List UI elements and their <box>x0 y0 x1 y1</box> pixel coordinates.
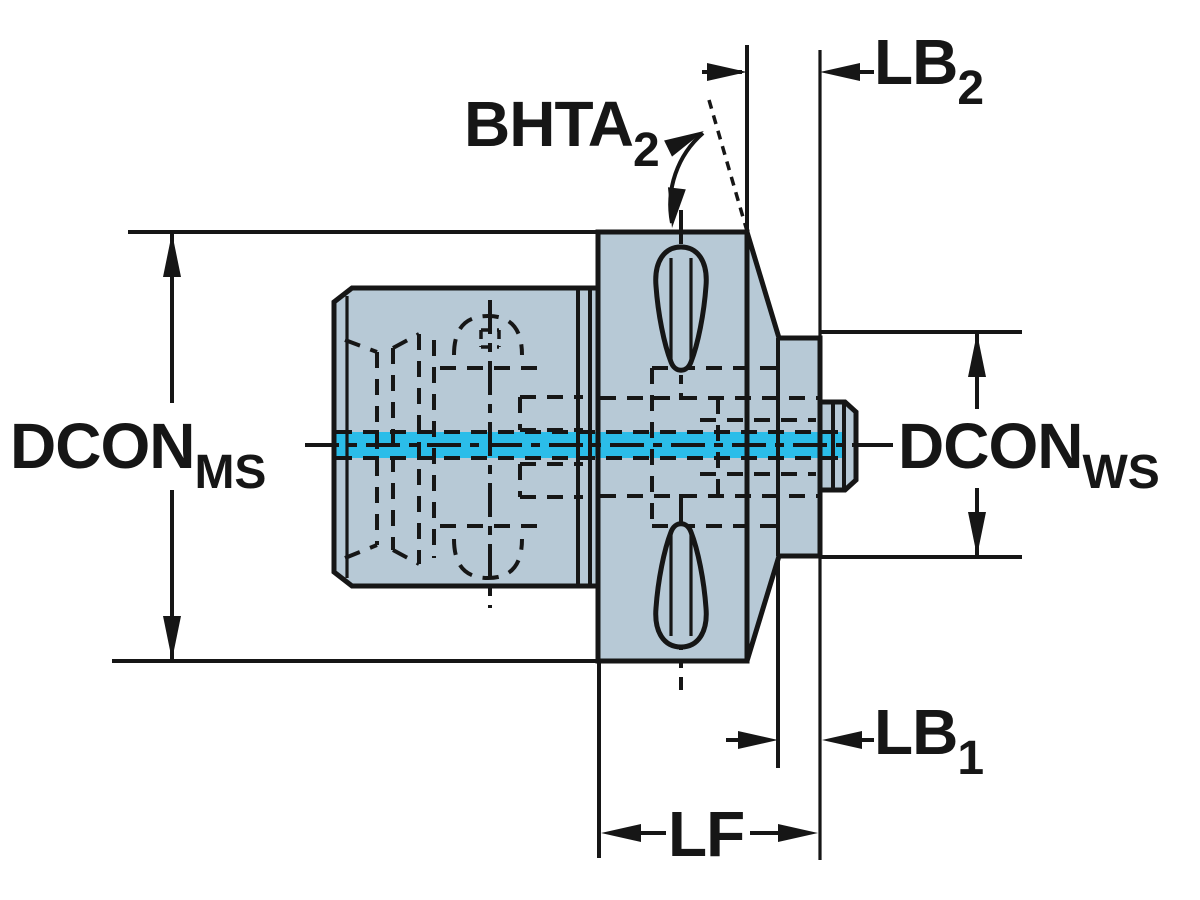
arrowhead-up <box>968 333 986 377</box>
label-dcon-ws-main: DCON <box>898 410 1083 482</box>
arrowhead-right <box>707 63 747 81</box>
arrowhead-right <box>738 731 778 749</box>
label-lb2-main: LB <box>874 26 958 98</box>
label-bhta2-sub: 2 <box>633 124 660 177</box>
dimension-lf <box>597 661 818 858</box>
arrowhead-up <box>163 233 181 277</box>
label-bhta2: BHTA2 <box>464 92 660 175</box>
label-dcon-ms-main: DCON <box>10 410 195 482</box>
label-dcon-ws-sub: WS <box>1082 446 1160 499</box>
label-lf: LF <box>668 802 745 885</box>
arrowhead-arc-bottom <box>667 187 686 228</box>
arrowhead-left <box>820 63 860 81</box>
label-lb2: LB2 <box>874 30 984 113</box>
dimension-bhta2 <box>664 99 749 232</box>
dimension-lb2 <box>702 45 874 860</box>
arrowhead-down <box>163 616 181 660</box>
arrowhead-right <box>778 824 818 842</box>
coolant-slot-top <box>653 244 709 373</box>
flange-coolant-slots <box>653 244 709 650</box>
dimension-lb1 <box>726 560 874 768</box>
arrowhead-left <box>601 824 641 842</box>
arrowhead-down <box>968 512 986 556</box>
label-lb2-sub: 2 <box>957 62 985 115</box>
arrowhead-arc-top <box>664 131 704 157</box>
label-dcon-ws: DCONWS <box>898 414 1160 497</box>
taper-extension-line <box>707 99 749 232</box>
dimension-dcon-ms <box>112 230 598 663</box>
label-lf-main: LF <box>668 798 745 870</box>
label-lb1-main: LB <box>874 696 958 768</box>
coolant-slot-bottom <box>653 521 709 650</box>
label-dcon-ms: DCONMS <box>10 414 266 497</box>
arrowhead-left <box>822 731 862 749</box>
label-lb1: LB1 <box>874 700 984 783</box>
dimension-dcon-ws <box>820 330 1022 559</box>
label-bhta2-main: BHTA <box>464 88 634 160</box>
label-lb1-sub: 1 <box>957 732 985 785</box>
label-dcon-ms-sub: MS <box>194 446 267 499</box>
